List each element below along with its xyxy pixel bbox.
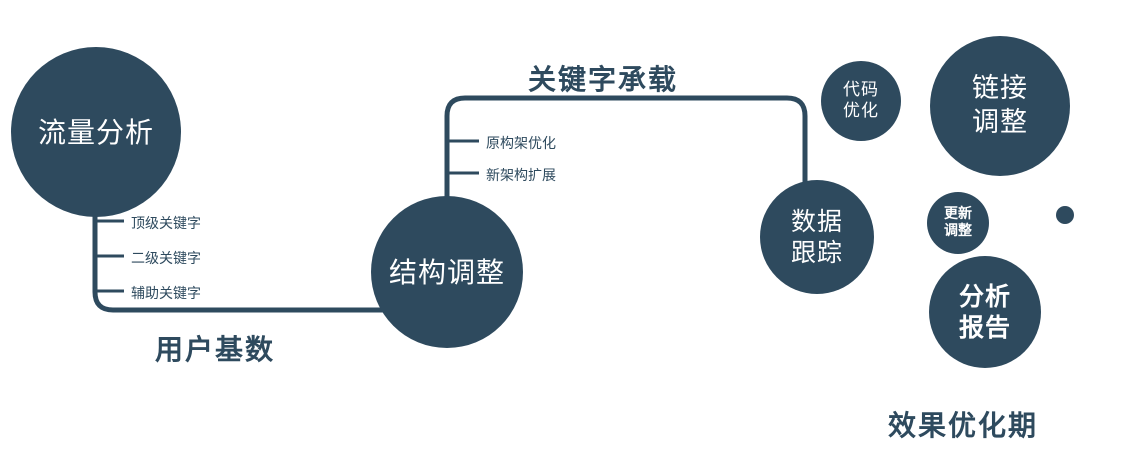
branch-label-original-arch: 原构架优化 bbox=[486, 136, 556, 152]
branch-label-top-keyword: 顶级关键字 bbox=[131, 216, 201, 232]
edge-label-keyword-carry: 关键字承载 bbox=[528, 63, 679, 96]
node-traffic-analysis-label: 流量分析 bbox=[37, 115, 154, 149]
node-link-adjustment: 链接 调整 bbox=[930, 36, 1070, 176]
node-update-adjustment: 更新 调整 bbox=[927, 192, 989, 254]
node-structure-adjust: 结构调整 bbox=[371, 196, 523, 348]
node-link-adjustment-line1: 链接 bbox=[972, 73, 1028, 105]
bullet-dot bbox=[1056, 206, 1074, 224]
edge-label-user-base: 用户基数 bbox=[155, 333, 276, 366]
node-update-adjustment-line2: 调整 bbox=[944, 223, 972, 239]
node-analysis-report-line2: 报告 bbox=[958, 313, 1011, 342]
edge-structure-to-data bbox=[444, 95, 808, 200]
node-update-adjustment-line1: 更新 bbox=[944, 205, 972, 222]
node-analysis-report-line1: 分析 bbox=[958, 281, 1011, 311]
branch-label-aux-keyword: 辅助关键字 bbox=[131, 286, 201, 302]
node-data-tracking-line1: 数据 bbox=[790, 206, 843, 236]
stage-label-effect-optimization: 效果优化期 bbox=[888, 409, 1039, 442]
node-code-optimization-line2: 优化 bbox=[843, 101, 879, 121]
branch-label-new-arch: 新架构扩展 bbox=[486, 168, 556, 184]
node-data-tracking: 数据 跟踪 bbox=[760, 180, 874, 294]
node-code-optimization-line1: 代码 bbox=[843, 79, 879, 100]
node-analysis-report: 分析 报告 bbox=[929, 256, 1041, 368]
node-traffic-analysis: 流量分析 bbox=[11, 47, 181, 217]
node-link-adjustment-line2: 调整 bbox=[972, 107, 1028, 138]
node-code-optimization: 代码 优化 bbox=[821, 61, 901, 141]
branch-label-second-keyword: 二级关键字 bbox=[131, 251, 201, 267]
node-structure-adjust-label: 结构调整 bbox=[388, 255, 505, 289]
node-data-tracking-line2: 跟踪 bbox=[790, 238, 843, 267]
